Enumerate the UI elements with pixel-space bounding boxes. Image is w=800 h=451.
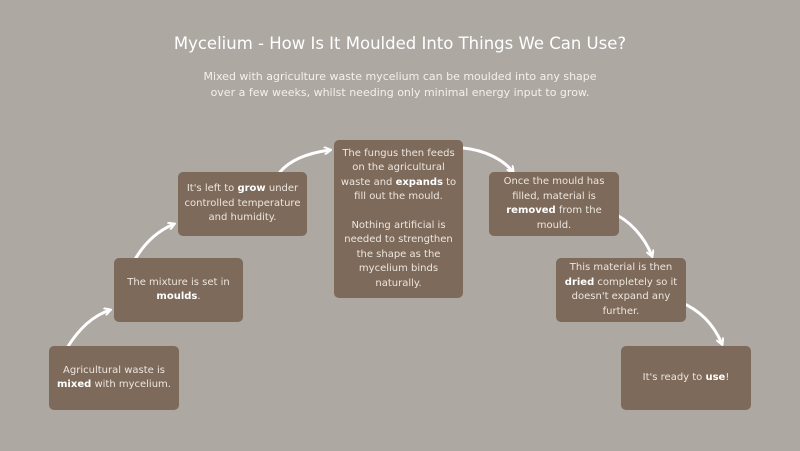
step-keyword: mixed [57,379,92,390]
step-text: The fungus then feeds on the agricultura… [340,147,457,205]
step-text-part: It's left to [186,183,238,195]
step-box-dried: This material is then dried completely s… [556,258,686,322]
step-box-moulds: The mixture is set in moulds. [114,258,243,322]
subtitle-line: Mixed with agriculture waste mycelium ca… [203,70,597,83]
step-keyword: use [705,371,726,383]
step-keyword: moulds [156,291,198,302]
page-title: Mycelium - How Is It Moulded Into Things… [173,34,627,53]
subtitle: Mixed with agriculture waste mycelium ca… [150,69,650,101]
step-text: Once the mould has filled, material is r… [495,175,613,233]
step-text: The mixture is set in moulds. [120,276,237,305]
step-text-part: Nothing artificial is needed to strength… [344,219,453,289]
step-box-use: It's ready to use! [621,346,751,410]
step-text-part: The mixture is set in [127,276,230,288]
step-text-part: with mycelium. [91,379,171,390]
step-text: Agricultural waste is mixed with myceliu… [55,364,173,393]
step-text-part: from the mould. [536,205,602,231]
step-text-part: This material is then [569,262,673,273]
step-text: It's ready to use! [643,371,730,386]
step-text-part: completely so it doesn't expand any furt… [571,276,678,317]
step-keyword: expands [395,176,443,188]
step-box-mixed: Agricultural waste is mixed with myceliu… [49,346,179,410]
step-text: It's left to grow under controlled tempe… [184,182,301,226]
step-text-part: . [197,291,201,302]
step-keyword: grow [237,183,266,195]
step-text-part: ! [725,371,730,383]
step-text-part: under controlled temperature and humidit… [184,183,301,224]
subtitle-line: over a few weeks, whilst needing only mi… [210,86,590,99]
step-keyword: removed [506,205,556,216]
arrow-6-7 [678,300,722,344]
arrow-3-4 [278,150,330,174]
arrow-4-5 [461,146,513,172]
step-text: This material is then dried completely s… [562,261,680,319]
arrow-1-2 [65,310,110,350]
step-text-part: It's ready to [642,371,706,383]
step-keyword: dried [564,276,595,288]
step-box-grow: It's left to grow under controlled tempe… [178,172,307,236]
step-text: Nothing artificial is needed to strength… [340,219,457,292]
step-box-expands: The fungus then feeds on the agricultura… [334,140,463,298]
step-text-part: to fill out the mould. [354,176,457,203]
step-text-part: Once the mould has filled, material is [503,176,605,202]
step-text-part: The fungus then feeds on the agricultura… [340,147,455,188]
step-text-part: Agricultural waste is [63,364,165,376]
step-box-removed: Once the mould has filled, material is r… [489,172,619,236]
